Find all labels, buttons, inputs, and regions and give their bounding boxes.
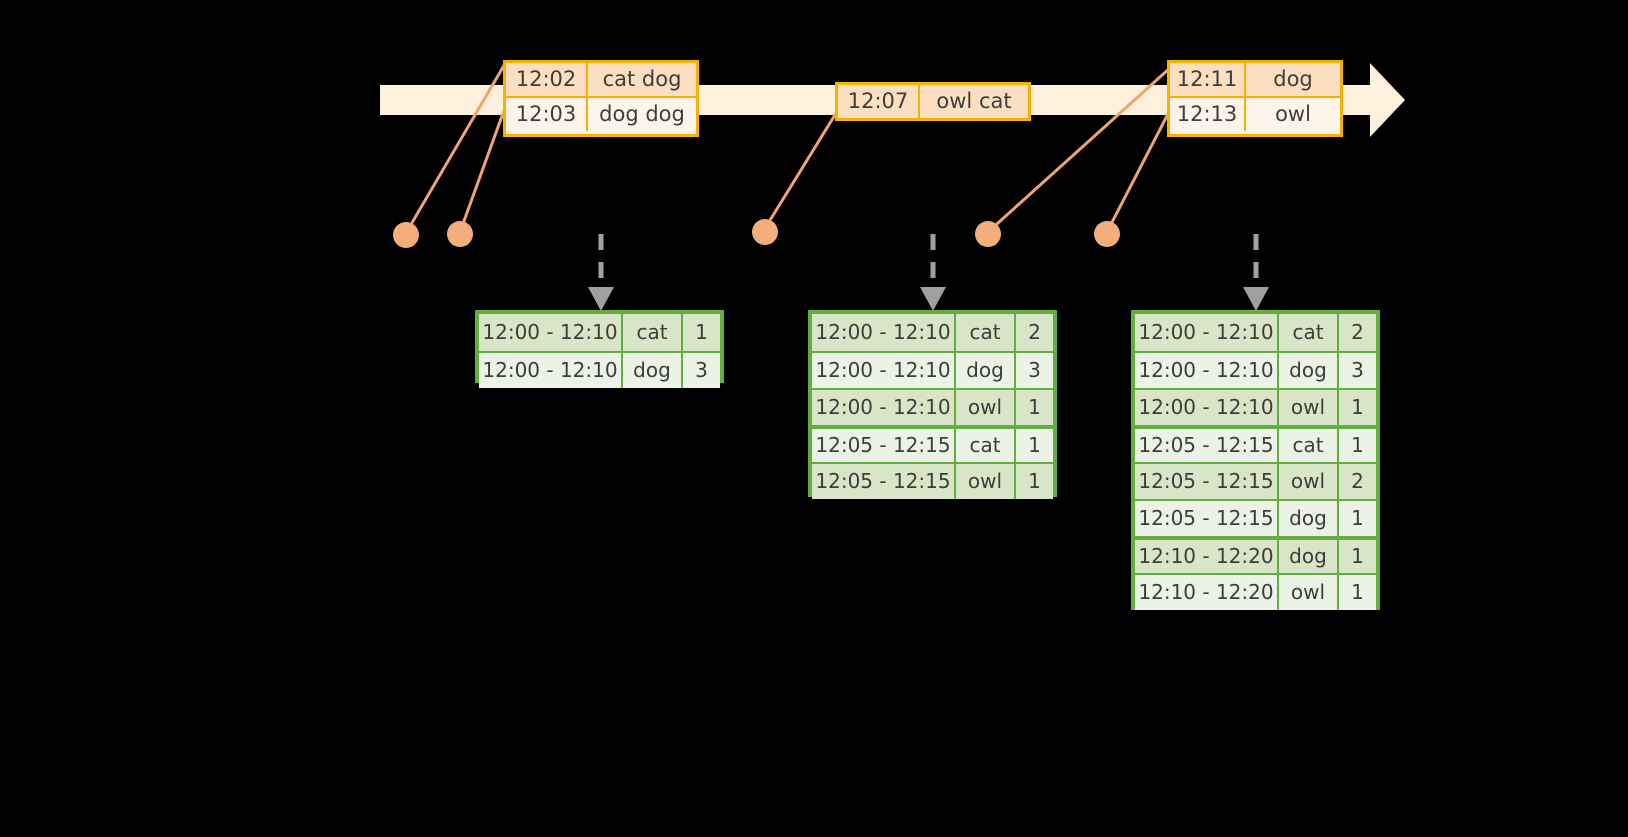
cell-window: 12:00 - 12:10	[812, 353, 956, 388]
table-row: 12:10 - 12:20 owl 1	[1135, 573, 1376, 610]
event-words: dog dog	[599, 102, 685, 126]
cell-window: 12:05 - 12:15	[1135, 429, 1279, 462]
table-row: 12:05 - 12:15 owl 1	[812, 462, 1053, 499]
cell-window: 12:00 - 12:10	[479, 353, 623, 388]
table-row: 12:00 - 12:10 cat 1	[479, 314, 720, 351]
cell-word: dog	[623, 353, 683, 388]
cell-window: 12:00 - 12:10	[479, 314, 623, 351]
table-row: 12:00 - 12:10 cat 2	[812, 314, 1053, 351]
event-box-3[interactable]: 12:11 dog 12:13 owl	[1167, 60, 1343, 137]
trigger-arrowhead-2	[920, 287, 946, 311]
cell-count: 1	[1339, 390, 1376, 425]
table-row: 12:00 - 12:10 dog 3	[812, 351, 1053, 388]
cell-window: 12:00 - 12:10	[812, 314, 956, 351]
result-table-2[interactable]: 12:00 - 12:10 cat 2 12:00 - 12:10 dog 3 …	[808, 310, 1057, 499]
event-time: 12:13	[1170, 98, 1246, 131]
table-row: 12:05 - 12:15 cat 1	[1135, 425, 1376, 462]
cell-window: 12:05 - 12:15	[1135, 501, 1279, 536]
cell-window: 12:10 - 12:20	[1135, 575, 1279, 610]
cell-word: owl	[1279, 390, 1339, 425]
cell-word: owl	[1279, 575, 1339, 610]
event-words: owl cat	[936, 89, 1012, 113]
trigger-arrowhead-3	[1243, 287, 1269, 311]
event-words: cat dog	[602, 67, 682, 91]
event-row: 12:03 dog dog	[506, 96, 696, 131]
cell-word: dog	[956, 353, 1016, 388]
table-row: 12:00 - 12:10 cat 2	[1135, 314, 1376, 351]
cell-count: 2	[1339, 314, 1376, 351]
cell-count: 1	[1016, 429, 1053, 462]
event-row: 12:13 owl	[1170, 96, 1340, 131]
cell-count: 1	[1339, 540, 1376, 573]
cell-word: dog	[1279, 540, 1339, 573]
cell-word: owl	[956, 464, 1016, 499]
event-box-1[interactable]: 12:02 cat dog 12:03 dog dog	[503, 60, 699, 137]
cell-count: 3	[1339, 353, 1376, 388]
table-row: 12:00 - 12:10 dog 3	[479, 351, 720, 388]
table-row: 12:00 - 12:10 owl 1	[1135, 388, 1376, 425]
cell-window: 12:00 - 12:10	[1135, 353, 1279, 388]
cell-count: 1	[683, 314, 720, 351]
event-dot-3	[752, 219, 778, 245]
event-dot-5	[1094, 221, 1120, 247]
cell-count: 3	[683, 353, 720, 388]
event-time: 12:11	[1170, 63, 1246, 96]
table-row: 12:00 - 12:10 dog 3	[1135, 351, 1376, 388]
result-table-3[interactable]: 12:00 - 12:10 cat 2 12:00 - 12:10 dog 3 …	[1131, 310, 1380, 610]
cell-window: 12:05 - 12:15	[1135, 464, 1279, 499]
table-row: 12:00 - 12:10 owl 1	[812, 388, 1053, 425]
event-dot-4	[975, 221, 1001, 247]
event-row: 12:11 dog	[1170, 63, 1340, 96]
cell-word: cat	[956, 429, 1016, 462]
cell-word: cat	[956, 314, 1016, 351]
cell-count: 1	[1016, 464, 1053, 499]
cell-count: 1	[1339, 575, 1376, 610]
trigger-arrowheads	[588, 287, 1269, 311]
table-row: 12:10 - 12:20 dog 1	[1135, 536, 1376, 573]
cell-count: 2	[1339, 464, 1376, 499]
cell-word: owl	[956, 390, 1016, 425]
connector-line-3	[762, 109, 840, 231]
cell-count: 1	[1016, 390, 1053, 425]
table-row: 12:05 - 12:15 cat 1	[812, 425, 1053, 462]
event-time: 12:03	[506, 98, 588, 131]
connector-line-5	[1105, 109, 1172, 233]
event-row: 12:02 cat dog	[506, 63, 696, 96]
event-words: owl	[1275, 102, 1311, 126]
table-row: 12:05 - 12:15 owl 2	[1135, 462, 1376, 499]
cell-window: 12:00 - 12:10	[812, 390, 956, 425]
cell-window: 12:05 - 12:15	[812, 429, 956, 462]
event-dot-2	[447, 221, 473, 247]
trigger-arrowhead-1	[588, 287, 614, 311]
event-box-2[interactable]: 12:07 owl cat	[835, 82, 1031, 121]
cell-word: cat	[1279, 314, 1339, 351]
cell-window: 12:00 - 12:10	[1135, 390, 1279, 425]
cell-word: dog	[1279, 353, 1339, 388]
event-dot-1	[393, 222, 419, 248]
event-row: 12:07 owl cat	[838, 85, 1028, 118]
event-time: 12:07	[838, 85, 920, 118]
cell-count: 1	[1339, 501, 1376, 536]
event-time: 12:02	[506, 63, 588, 96]
result-table-1[interactable]: 12:00 - 12:10 cat 1 12:00 - 12:10 dog 3	[475, 310, 724, 388]
cell-window: 12:10 - 12:20	[1135, 540, 1279, 573]
cell-window: 12:05 - 12:15	[812, 464, 956, 499]
cell-word: owl	[1279, 464, 1339, 499]
cell-word: dog	[1279, 501, 1339, 536]
cell-count: 2	[1016, 314, 1053, 351]
event-words: dog	[1273, 67, 1313, 91]
event-dots	[393, 219, 1120, 248]
cell-count: 1	[1339, 429, 1376, 462]
cell-window: 12:00 - 12:10	[1135, 314, 1279, 351]
connector-line-1	[404, 61, 508, 234]
cell-count: 3	[1016, 353, 1053, 388]
trigger-arrows	[598, 234, 1259, 285]
connector-line-2	[458, 104, 508, 233]
table-row: 12:05 - 12:15 dog 1	[1135, 499, 1376, 536]
cell-word: cat	[623, 314, 683, 351]
cell-word: cat	[1279, 429, 1339, 462]
